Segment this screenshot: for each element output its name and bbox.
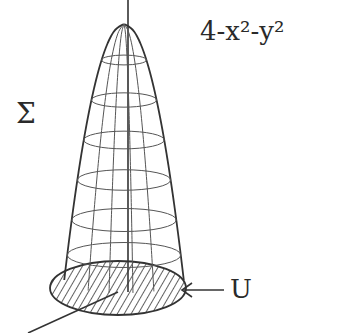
surface-outline <box>64 24 184 280</box>
grid-line <box>102 55 147 65</box>
grid-line <box>124 24 133 293</box>
disk-region <box>50 261 186 315</box>
leader-arrow <box>182 283 224 297</box>
grid-line <box>109 24 124 293</box>
grid-line <box>77 170 170 191</box>
leader-line <box>184 289 224 291</box>
surface-name: Σ <box>16 100 36 128</box>
grid-line <box>84 131 164 149</box>
grid-line <box>67 243 181 268</box>
arrow-head <box>182 283 192 297</box>
z-axis <box>127 0 129 292</box>
grid-line <box>124 24 154 291</box>
grid-line <box>91 93 156 107</box>
base-disk <box>50 261 186 315</box>
grid-line <box>72 208 177 231</box>
paraboloid-surface <box>64 24 184 293</box>
region-name: U <box>230 276 252 302</box>
surface-equation: 4-x²-y² <box>200 18 284 44</box>
